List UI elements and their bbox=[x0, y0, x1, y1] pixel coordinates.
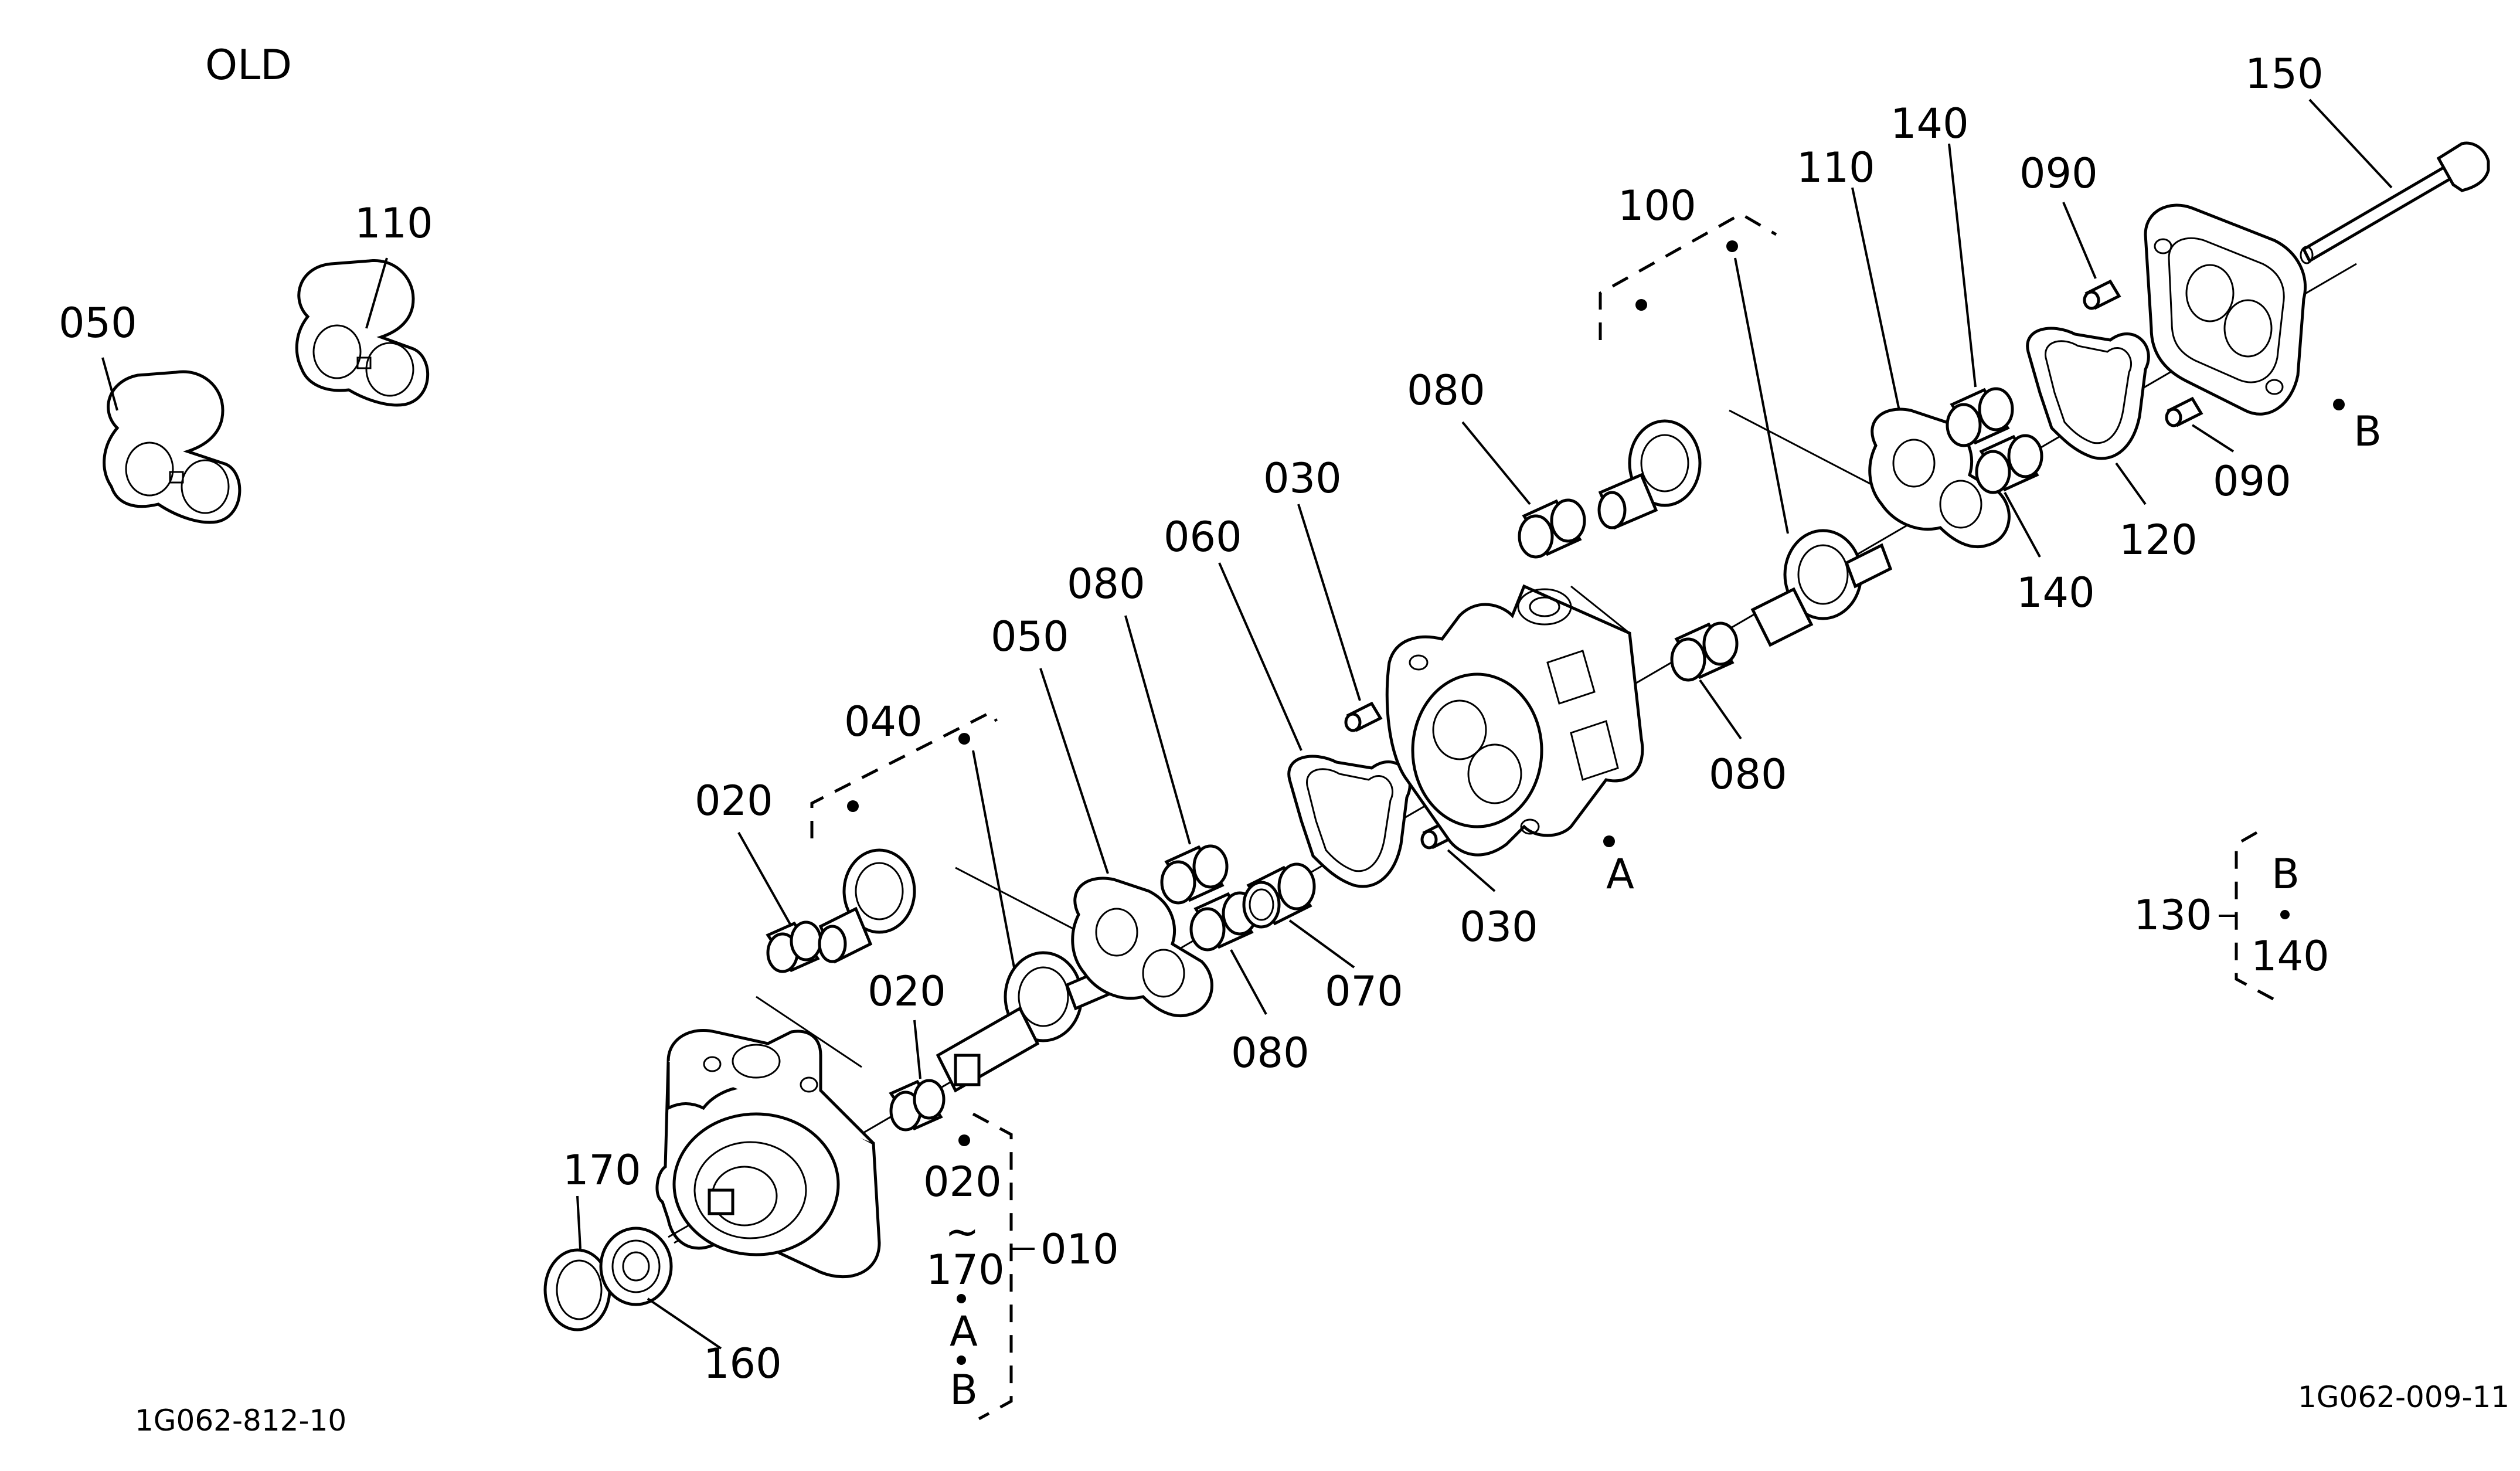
bushing-080-d[interactable] bbox=[1518, 498, 1586, 559]
driven-gear-100-upper[interactable] bbox=[1597, 419, 1702, 530]
callout-080-c: 080 bbox=[1709, 750, 1787, 799]
callout-080-b: 080 bbox=[1231, 1029, 1310, 1077]
oil-seal-160[interactable] bbox=[599, 1227, 673, 1306]
callout-030-upper: 030 bbox=[1263, 454, 1342, 502]
callout-110-old: 110 bbox=[355, 199, 433, 247]
callout-140-lower: 140 bbox=[2016, 569, 2095, 617]
gear-housing[interactable] bbox=[1385, 584, 1644, 857]
callout-070: 070 bbox=[1325, 967, 1403, 1015]
callout-130: 130 bbox=[2134, 891, 2212, 939]
bracket-100 bbox=[1599, 212, 1777, 340]
needle-bearing-070[interactable] bbox=[1242, 862, 1316, 929]
callout-150: 150 bbox=[2245, 50, 2324, 98]
driven-gear-040[interactable] bbox=[818, 848, 916, 964]
kit-range-tilde: ~ bbox=[945, 1208, 980, 1256]
leader-housing bbox=[1570, 585, 1630, 634]
drawing-number-left: 1G062-812-10 bbox=[135, 1404, 346, 1438]
callout-110: 110 bbox=[1797, 144, 1875, 192]
ref-B-130: B bbox=[2271, 850, 2300, 898]
drawing-number-right: 1G062-009-11 bbox=[2298, 1380, 2509, 1414]
bushing-020-lower[interactable] bbox=[889, 1079, 946, 1132]
callout-120: 120 bbox=[2119, 516, 2198, 564]
ref-B-kit: B bbox=[950, 1366, 978, 1414]
callout-030-lower: 030 bbox=[1460, 903, 1538, 951]
callout-140-upper: 140 bbox=[1890, 100, 1969, 148]
dowel-pin-090-lower[interactable] bbox=[2165, 396, 2203, 427]
old-plate-050[interactable] bbox=[103, 370, 242, 524]
bushing-020-upper[interactable] bbox=[766, 920, 822, 973]
callout-050-old: 050 bbox=[59, 299, 137, 347]
gasket-060[interactable] bbox=[1287, 755, 1412, 888]
callout-020-kit: 020 bbox=[923, 1158, 1002, 1206]
side-plate-050[interactable] bbox=[1071, 877, 1213, 1018]
callout-010: 010 bbox=[1040, 1225, 1119, 1273]
leader-gear-110 bbox=[1729, 409, 1876, 488]
callout-040: 040 bbox=[844, 698, 923, 746]
dowel-pin-090-upper[interactable] bbox=[2083, 279, 2121, 310]
front-housing-010[interactable] bbox=[655, 1028, 881, 1279]
rear-cover[interactable] bbox=[2144, 203, 2307, 416]
side-plate-110[interactable] bbox=[1868, 407, 2011, 549]
callout-090-upper: 090 bbox=[2019, 150, 2098, 198]
callout-170: 170 bbox=[563, 1146, 641, 1194]
dowel-pin-030-upper[interactable] bbox=[1344, 701, 1383, 732]
callout-020-upper: 020 bbox=[695, 777, 773, 825]
driven-gear-100-lower[interactable] bbox=[1750, 529, 1893, 647]
callout-080-a: 080 bbox=[1067, 560, 1145, 608]
callout-060: 060 bbox=[1164, 513, 1242, 561]
bracket-040 bbox=[810, 710, 998, 838]
callout-020-lower: 020 bbox=[868, 967, 946, 1015]
bushing-080-b[interactable] bbox=[1189, 891, 1258, 952]
ref-A-kit: A bbox=[950, 1307, 978, 1356]
bushing-080-a[interactable] bbox=[1160, 844, 1229, 905]
old-variant-label: OLD bbox=[205, 41, 292, 89]
callout-080-d: 080 bbox=[1407, 366, 1485, 415]
snap-ring-170[interactable] bbox=[543, 1248, 611, 1331]
ref-B-cover: B bbox=[2354, 407, 2382, 456]
gasket-120[interactable] bbox=[2026, 327, 2150, 460]
old-plate-110[interactable] bbox=[295, 259, 430, 407]
callout-160: 160 bbox=[703, 1340, 782, 1388]
ref-A-housing: A bbox=[1606, 850, 1634, 898]
bolt-150[interactable] bbox=[2300, 141, 2490, 264]
bushing-140-lower[interactable] bbox=[1975, 434, 2043, 494]
leader-gear-020 bbox=[756, 996, 862, 1068]
callout-090-lower: 090 bbox=[2213, 457, 2291, 505]
callout-050: 050 bbox=[991, 613, 1069, 661]
bushing-140-upper[interactable] bbox=[1946, 387, 2014, 447]
bracket-130 bbox=[2235, 831, 2276, 1001]
drive-shaft-gear[interactable] bbox=[936, 951, 1119, 1093]
callout-100: 100 bbox=[1618, 182, 1696, 230]
bushing-080-c[interactable] bbox=[1670, 621, 1739, 682]
callout-140-kit: 140 bbox=[2251, 932, 2329, 980]
callout-170-kit: 170 bbox=[926, 1246, 1005, 1294]
